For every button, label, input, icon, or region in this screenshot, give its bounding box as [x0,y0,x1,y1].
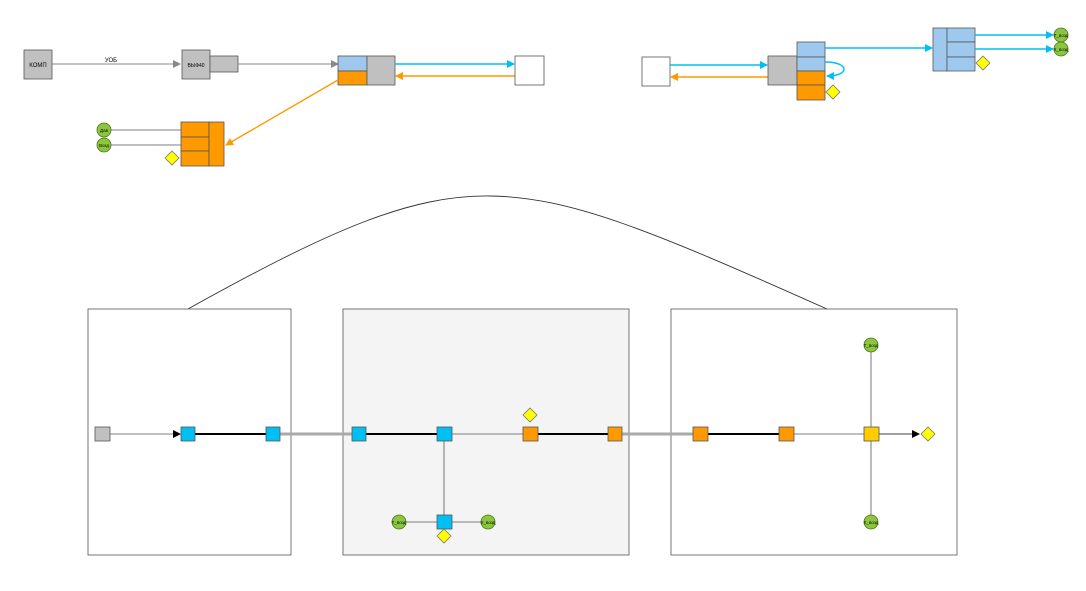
cooler-sensor-2-label: Х_возд [1054,47,1069,52]
sensor-right-bottom[interactable] [863,514,879,530]
panel-middle [342,308,630,556]
node-orange-3[interactable] [692,426,709,442]
panel-right [670,308,958,556]
sensor-middle-left[interactable] [391,514,407,530]
vessel-cell-1[interactable] [180,121,210,138]
sensor-right-top-label: Т_возд [864,343,879,348]
diamond-middle-top[interactable] [522,407,538,423]
overview-arc [187,195,828,310]
vyh-side-block[interactable] [209,55,239,73]
node-cyan-2[interactable] [265,426,281,442]
unit-to-vessel-orange-arrow [225,79,339,146]
unit2-orange-cell-1[interactable] [796,70,826,86]
yob-label: УОБ [105,58,117,64]
node-cyan-4[interactable] [436,426,453,442]
komp-label: КОМП [29,63,46,69]
komp-block[interactable] [23,49,53,80]
diamond-right-out[interactable] [920,426,936,442]
node-gray-start[interactable] [94,426,111,442]
diamond-middle-bottom[interactable] [436,528,452,544]
top-right-scheme: Т_возд Х_возд [641,27,1069,101]
dav-label: Дав [100,128,109,133]
sensor-middle-left-label: Т_возд [392,520,407,525]
unit2-diamond[interactable] [825,84,841,100]
unit2-blue-cell-1[interactable] [796,41,826,58]
cooler-diamond[interactable] [975,55,991,71]
sensor-middle-right[interactable] [480,514,496,530]
empty-box-left[interactable] [514,55,545,86]
unit2-blue-cell-2[interactable] [796,56,826,72]
cooler-side[interactable] [932,27,948,72]
vyh-label: ВЫФ40 [187,63,204,69]
sensor-right-top[interactable] [863,337,879,353]
vessel-diamond[interactable] [164,150,180,166]
vessel-cell-2[interactable] [180,136,210,152]
vozd-sensor[interactable] [96,137,112,153]
vyh-block[interactable] [181,49,211,80]
top-left-scheme: КОМП УОБ ВЫФ40 Дав Возд [23,49,545,167]
unit2-orange-cell-2[interactable] [796,84,826,101]
dav-sensor[interactable] [96,122,112,138]
node-orange-4[interactable] [778,426,795,442]
unit-gray-cell[interactable] [366,55,396,86]
node-yellow[interactable] [863,426,880,442]
node-orange-1[interactable] [522,426,539,442]
unit-blue-cell[interactable] [337,55,368,72]
sensor-right-bottom-label: Х_возд [864,520,879,525]
vessel-cell-3[interactable] [180,150,210,167]
vessel-side[interactable] [208,121,225,167]
node-cyan-5[interactable] [436,514,453,530]
cooler-cell-3[interactable] [946,56,976,72]
unit2-gray-cell[interactable] [767,55,798,86]
empty-box-right[interactable] [641,56,671,87]
node-cyan-1[interactable] [180,426,196,442]
sensor-middle-right-label: Х_возд [481,520,496,525]
node-cyan-3[interactable] [351,426,367,442]
unit2-loop-arrow [824,61,845,80]
cooler-cell-1[interactable] [946,27,976,43]
cooler-sensor-2[interactable] [1053,41,1069,57]
cooler-cell-2[interactable] [946,41,976,58]
vozd-label: Возд [99,143,109,148]
unit-orange-cell[interactable] [337,70,368,86]
cooler-sensor-1-label: Т_возд [1054,33,1069,38]
node-orange-2[interactable] [607,426,623,442]
